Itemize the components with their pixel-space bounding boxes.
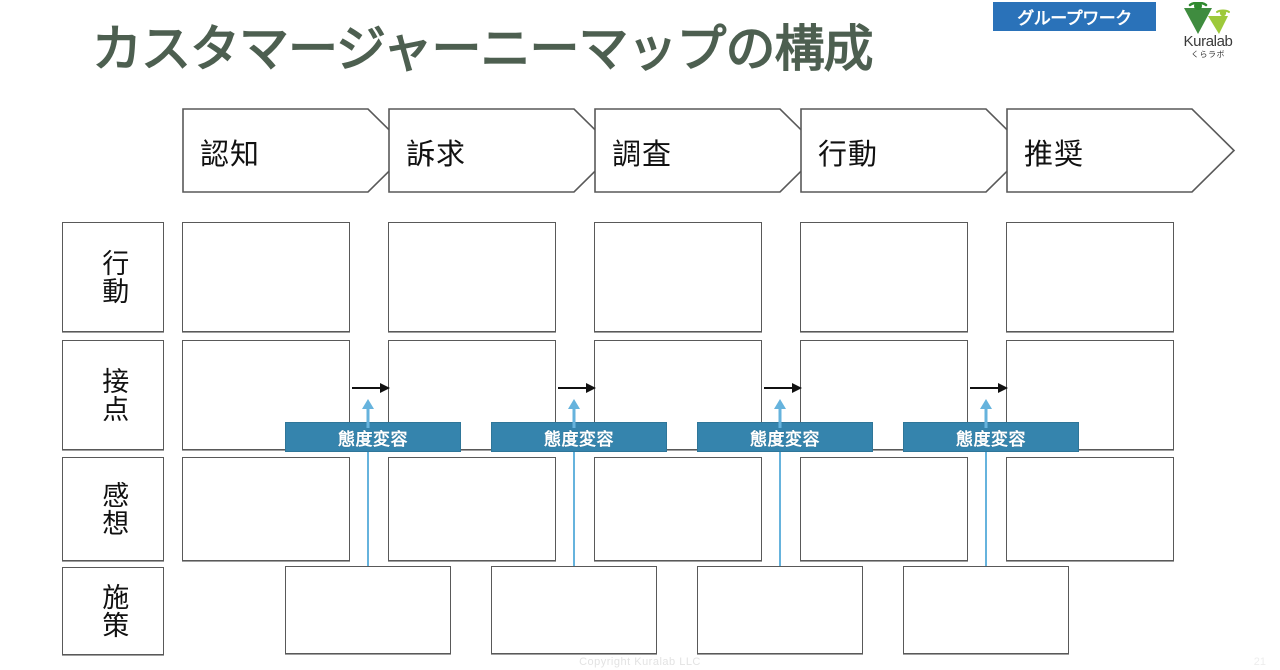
row-label-feeling-text: 感想 [98, 481, 129, 537]
up-arrow-icon-4 [980, 399, 992, 428]
row-label-action: 行動 [62, 222, 164, 332]
flow-arrow-icon-4 [970, 383, 1008, 393]
cell-measure-1[interactable] [285, 566, 451, 654]
attitude-chip-label-4: 態度変容 [956, 429, 1026, 449]
cell-action-1[interactable] [182, 222, 350, 332]
flow-arrow-icon-3 [764, 383, 802, 393]
connector-line-1 [367, 420, 369, 566]
stage-chevron-1: 認知 [182, 108, 412, 193]
row-label-feeling: 感想 [62, 457, 164, 561]
connector-line-2 [573, 420, 575, 566]
stage-label-1: 認知 [200, 139, 261, 171]
up-arrow-icon-1 [362, 399, 374, 428]
stage-chevron-3: 調査 [594, 108, 824, 193]
attitude-chip-2: 態度変容 [491, 422, 667, 452]
cell-action-3[interactable] [594, 222, 762, 332]
footer-copyright: Copyright Kuralab LLC [579, 656, 701, 668]
cell-action-4[interactable] [800, 222, 968, 332]
page-title: カスタマージャーニーマップの構成 [92, 21, 873, 77]
attitude-chip-label-2: 態度変容 [544, 429, 614, 449]
chevron-shape-icon [1006, 108, 1236, 193]
kuralab-subtext: くらラボ [1191, 50, 1225, 59]
stage-chevron-4: 行動 [800, 108, 1030, 193]
kuralab-wordmark: Kuralab [1183, 33, 1233, 50]
page-number: 21 [1253, 656, 1266, 668]
row-label-measure: 施策 [62, 567, 164, 655]
cell-feeling-3[interactable] [594, 457, 762, 561]
stage-label-5: 推奨 [1024, 139, 1085, 171]
cell-feeling-4[interactable] [800, 457, 968, 561]
flow-arrow-icon-2 [558, 383, 596, 393]
stage-label-3: 調査 [612, 139, 673, 171]
up-arrow-icon-2 [568, 399, 580, 428]
attitude-chip-1: 態度変容 [285, 422, 461, 452]
kuralab-people-mark-icon [1184, 2, 1230, 34]
stage-label-2: 訴求 [406, 139, 467, 171]
stage-chevron-5: 推奨 [1006, 108, 1236, 193]
group-work-badge: グループワーク [993, 2, 1156, 31]
row-label-touchpoint-text: 接点 [98, 367, 129, 423]
cell-measure-2[interactable] [491, 566, 657, 654]
cell-action-5[interactable] [1006, 222, 1174, 332]
row-label-action-text: 行動 [98, 249, 129, 305]
flow-arrow-icon-1 [352, 383, 390, 393]
row-label-measure-text: 施策 [98, 583, 129, 639]
connector-line-4 [985, 420, 987, 566]
cell-measure-3[interactable] [697, 566, 863, 654]
group-work-badge-label: グループワーク [1017, 9, 1132, 28]
attitude-chip-label-1: 態度変容 [338, 429, 408, 449]
cell-measure-4[interactable] [903, 566, 1069, 654]
attitude-chip-3: 態度変容 [697, 422, 873, 452]
cell-feeling-1[interactable] [182, 457, 350, 561]
up-arrow-icon-3 [774, 399, 786, 428]
cell-feeling-2[interactable] [388, 457, 556, 561]
stage-chevron-2: 訴求 [388, 108, 618, 193]
cell-action-2[interactable] [388, 222, 556, 332]
attitude-chip-label-3: 態度変容 [750, 429, 820, 449]
kuralab-logo: Kuralab くらラボ [1172, 2, 1244, 64]
stage-label-4: 行動 [818, 139, 879, 171]
row-label-touchpoint: 接点 [62, 340, 164, 450]
attitude-chip-4: 態度変容 [903, 422, 1079, 452]
connector-line-3 [779, 420, 781, 566]
cell-feeling-5[interactable] [1006, 457, 1174, 561]
